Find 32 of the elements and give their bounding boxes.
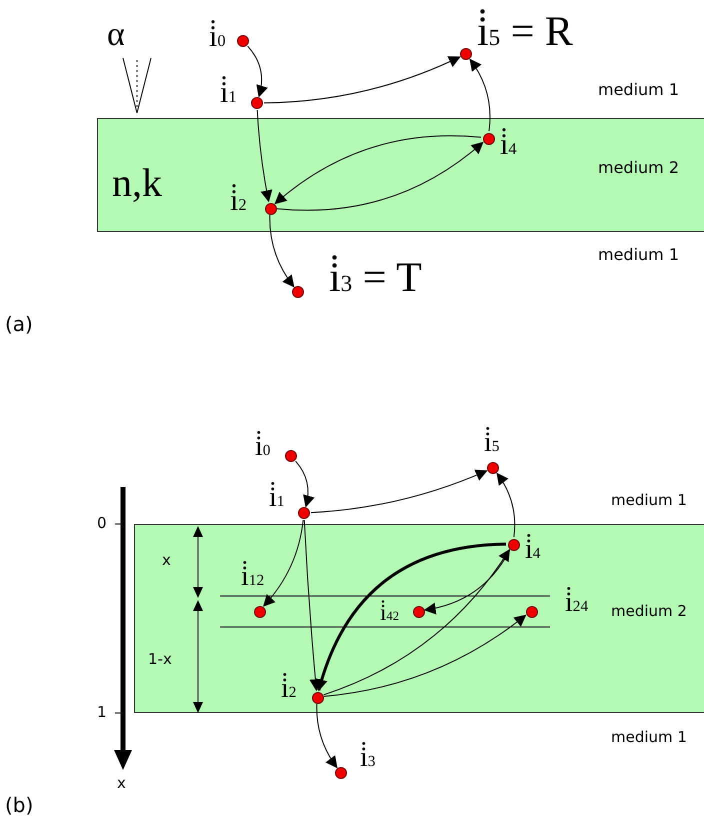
arrow xyxy=(316,704,338,768)
medium-layer xyxy=(134,524,704,713)
arrow xyxy=(263,520,304,607)
medium-label: medium 1 xyxy=(611,493,687,508)
arrow xyxy=(310,470,488,514)
medium-layer xyxy=(97,118,704,232)
medium-label: medium 2 xyxy=(611,604,687,619)
axis-tick-label: 0 xyxy=(97,516,107,531)
arrow xyxy=(274,135,482,204)
medium-label: medium 1 xyxy=(598,82,680,98)
medium-label: medium 1 xyxy=(598,247,680,263)
arrow xyxy=(470,58,490,132)
dimension-label: x xyxy=(162,553,171,568)
arrow xyxy=(256,110,272,202)
arrow xyxy=(295,460,314,508)
arrow xyxy=(269,214,294,288)
angle-symbol: α xyxy=(107,18,125,52)
panel-label: (b) xyxy=(5,795,34,815)
arrow xyxy=(324,614,526,697)
axis-label: x xyxy=(117,776,126,791)
panel-label: (a) xyxy=(5,314,33,334)
axis-tick-label: 1 xyxy=(97,705,107,720)
arrow xyxy=(304,520,322,692)
medium-label: medium 2 xyxy=(598,160,680,176)
arrow xyxy=(264,56,461,104)
material-constants: n,k xyxy=(112,163,162,203)
arrow xyxy=(276,142,484,211)
medium-label: medium 1 xyxy=(611,730,687,745)
arrow xyxy=(496,472,516,538)
arrow xyxy=(247,46,268,98)
arrow xyxy=(424,550,510,614)
dimension-label: 1-x xyxy=(148,652,172,667)
